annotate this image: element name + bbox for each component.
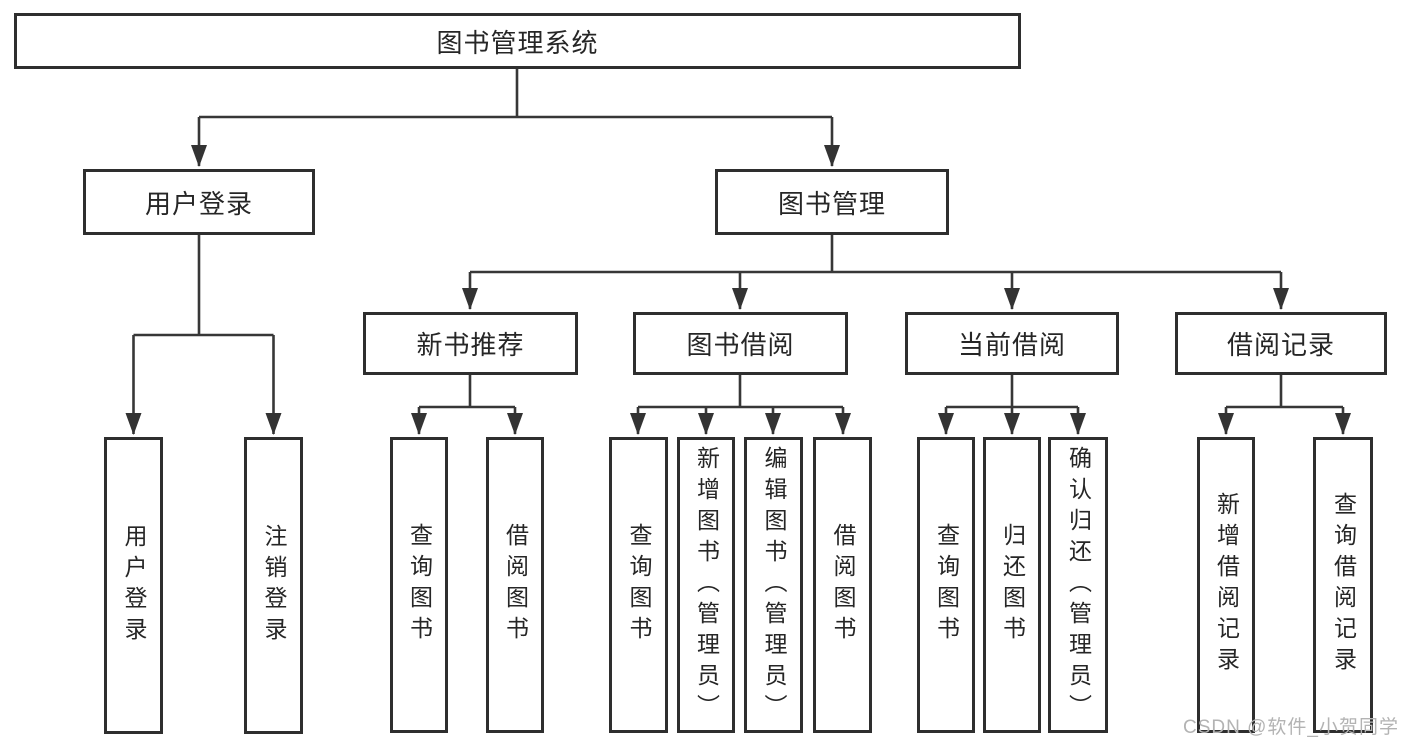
leaf-query-books-current: 查询图书 <box>917 437 975 733</box>
leaf-confirm-return-admin: 确认归还（管理员） <box>1048 437 1108 733</box>
connector-borrow-records <box>1218 375 1351 435</box>
node-root-system: 图书管理系统 <box>14 13 1021 69</box>
leaf-return-books: 归还图书 <box>983 437 1041 733</box>
connector-current-borrow <box>938 375 1086 435</box>
leaf-query-books-recommend: 查询图书 <box>390 437 448 733</box>
leaf-logout: 注销登录 <box>244 437 303 734</box>
connector-root <box>191 69 840 167</box>
node-book-management: 图书管理 <box>715 169 949 235</box>
connector-user-login <box>125 235 282 435</box>
csdn-watermark: CSDN @软件_小贺同学 <box>1183 717 1399 738</box>
leaf-query-books-borrow: 查询图书 <box>609 437 668 733</box>
leaf-add-borrow-record: 新增借阅记录 <box>1197 437 1255 733</box>
connector-new-book-recommend <box>411 375 523 435</box>
connector-book-management <box>462 235 1289 310</box>
node-current-borrow: 当前借阅 <box>905 312 1119 375</box>
node-book-borrow: 图书借阅 <box>633 312 848 375</box>
node-user-login: 用户登录 <box>83 169 315 235</box>
leaf-borrow-books: 借阅图书 <box>813 437 872 733</box>
connector-book-borrow <box>630 375 851 435</box>
node-borrow-records: 借阅记录 <box>1175 312 1387 375</box>
leaf-user-login: 用户登录 <box>104 437 163 734</box>
leaf-query-borrow-record: 查询借阅记录 <box>1313 437 1373 733</box>
node-new-book-recommend: 新书推荐 <box>363 312 578 375</box>
leaf-edit-books-admin: 编辑图书（管理员） <box>744 437 803 733</box>
leaf-borrow-books-recommend: 借阅图书 <box>486 437 544 733</box>
leaf-add-books-admin: 新增图书（管理员） <box>677 437 735 733</box>
